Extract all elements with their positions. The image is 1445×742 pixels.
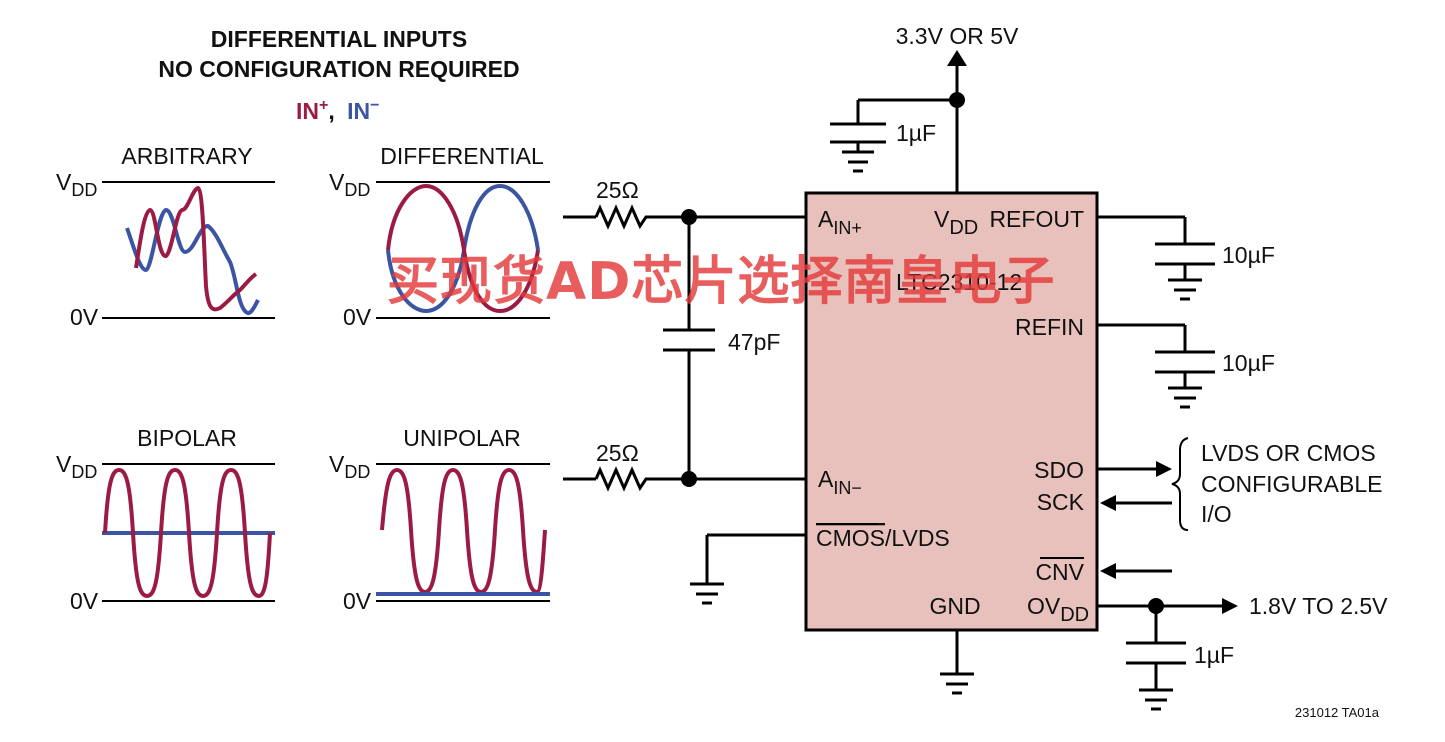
supply-label: 3.3V OR 5V — [896, 23, 1019, 49]
io-note-line-3: I/O — [1201, 501, 1232, 527]
cap-47pf-label: 47pF — [728, 329, 780, 355]
arbitrary-in-minus-trace — [125, 207, 260, 315]
header-line-2: NO CONFIGURATION REQUIRED — [158, 56, 519, 82]
pin-gnd: GND — [929, 593, 980, 619]
zero-label: 0V — [343, 588, 372, 614]
pin-sdo: SDO — [1034, 457, 1084, 483]
in-plus-sup: + — [319, 97, 328, 114]
pin-cmos-lvds: CMOS/LVDS — [816, 525, 950, 551]
refin-network — [1097, 323, 1215, 409]
pin-ain-plus: AIN+ — [818, 206, 862, 238]
junction-dot-bottom — [681, 471, 697, 487]
refout-network — [1097, 215, 1215, 301]
cap-supply-label: 1µF — [896, 120, 936, 146]
in-plus-legend: IN — [296, 98, 319, 124]
io-note-line-1: LVDS OR CMOS — [1201, 440, 1376, 466]
pin-ovdd: OVDD — [1027, 593, 1089, 626]
pin-vdd: VDD — [934, 206, 978, 239]
in-minus-legend: IN — [347, 98, 370, 124]
pin-refout: REFOUT — [989, 206, 1084, 232]
bipolar-in-plus-trace — [103, 467, 272, 599]
supply-network — [830, 64, 959, 193]
in-minus-sup: − — [370, 97, 379, 114]
vdd-label: VDD — [56, 451, 97, 482]
pin-cnv: CNV — [1035, 559, 1084, 585]
zero-label: 0V — [70, 588, 99, 614]
unipolar-in-plus-trace — [380, 467, 547, 595]
panel-title: DIFFERENTIAL — [380, 143, 544, 169]
zero-label: 0V — [70, 304, 99, 330]
ovdd-range-label: 1.8V TO 2.5V — [1249, 593, 1388, 619]
header-line-1: DIFFERENTIAL INPUTS — [211, 26, 467, 52]
waveform-panel-bipolar: BIPOLAR VDD 0V — [56, 425, 275, 614]
sck-arrow-head — [1100, 495, 1116, 511]
cap-refin-label: 10µF — [1222, 350, 1275, 376]
resistor-bottom-label: 25Ω — [596, 440, 639, 466]
in-legend: IN+, IN− — [296, 97, 379, 124]
sdo-arrow-head — [1156, 461, 1172, 477]
pin-ain-minus: AIN− — [818, 466, 862, 498]
zero-label: 0V — [343, 304, 372, 330]
resistor-top-label: 25Ω — [596, 177, 639, 203]
chip-ground — [940, 630, 974, 695]
vdd-label: VDD — [329, 169, 370, 200]
panel-title: UNIPOLAR — [403, 425, 521, 451]
cap-refout-label: 10µF — [1222, 242, 1275, 268]
supply-junction-dot — [949, 92, 965, 108]
vdd-label: VDD — [56, 169, 97, 200]
differential-in-plus-trace — [386, 183, 540, 314]
io-note-line-2: CONFIGURABLE — [1201, 471, 1382, 497]
ovdd-arrow-head — [1222, 598, 1238, 614]
waveform-panel-differential: DIFFERENTIAL VDD 0V — [329, 143, 550, 330]
figure-id: 231012 TA01a — [1295, 705, 1380, 720]
watermark-text: 买现货AD芯片选择南皇电子 — [387, 252, 1055, 312]
panel-title: BIPOLAR — [137, 425, 237, 451]
cnv-arrow-head — [1100, 563, 1116, 579]
digital-io — [1097, 437, 1189, 573]
pin-refin: REFIN — [1015, 314, 1084, 340]
arbitrary-in-plus-trace — [134, 185, 258, 312]
pin-sck: SCK — [1037, 489, 1085, 515]
chip-part-number: LTC2310-12 — [896, 269, 1022, 295]
cmos-lvds-ground — [690, 533, 806, 605]
input-network — [563, 204, 806, 492]
waveform-panel-unipolar: UNIPOLAR VDD 0V — [329, 425, 550, 614]
supply-arrow-head — [947, 50, 967, 66]
cap-ovdd-label: 1µF — [1194, 642, 1234, 668]
ovdd-junction-dot — [1148, 598, 1164, 614]
vdd-label: VDD — [329, 451, 370, 482]
panel-title: ARBITRARY — [121, 143, 252, 169]
legend-separator: , — [328, 98, 334, 124]
junction-dot-top — [681, 209, 697, 225]
io-brace — [1171, 437, 1189, 531]
waveform-panel-arbitrary: ARBITRARY VDD 0V — [56, 143, 275, 330]
resistor-bottom-symbol — [594, 466, 650, 492]
resistor-top-symbol — [594, 204, 650, 230]
